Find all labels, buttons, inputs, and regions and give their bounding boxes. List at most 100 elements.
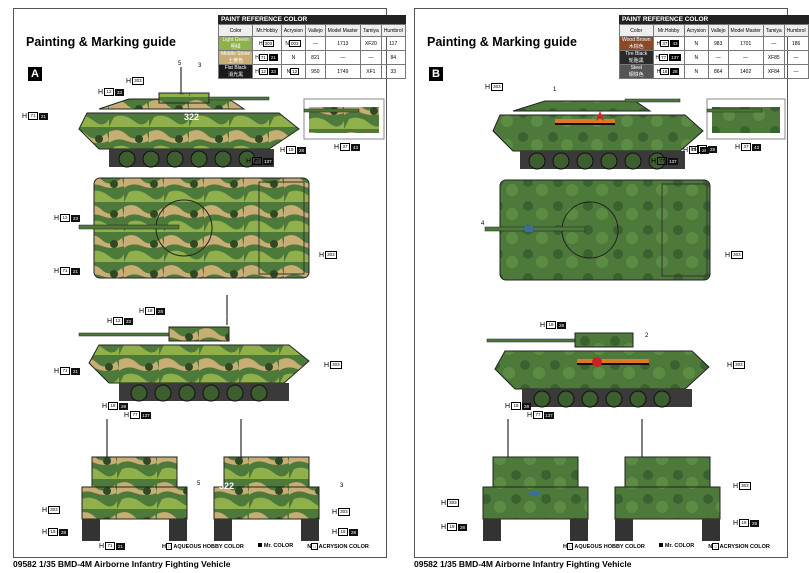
callout-number: 2 [645,333,649,339]
acrysion-cell: N [683,50,709,65]
callout-number: 1 [553,87,557,93]
scheme-badge: B [429,67,443,81]
table-header-row: Color Mr.Hobby Acrysion Vallejo Model Ma… [619,24,809,37]
humbrol-cell: — [783,64,809,79]
vehicle-top-view [78,177,310,279]
col-acrysion: Acrysion [280,24,307,37]
legend-mr-color: Mr. COLOR [658,543,694,550]
col-tamiya: Tamiya [359,24,382,37]
detail-inset-view [303,98,385,140]
col-model-master: Model Master [727,24,764,37]
vehicle-side-view-bottom [486,332,710,408]
col-vallejo: Vallejo [305,24,326,37]
model-master-cell: 1749 [324,64,361,79]
col-color: Color [217,24,254,37]
humbrol-cell: — [783,50,809,65]
guide-title: Painting & Marking guide [427,35,578,49]
callout-number: 4 [481,221,485,227]
vehicle-side-view-bottom [78,295,310,402]
footer-left: 09582 1/35 BMD-4M Airborne Infantry Figh… [13,559,231,569]
humbrol-cell: 33 [380,64,406,79]
legend-aqueous: H□AQUEOUS HOBBY COLOR [162,543,244,550]
vehicle-rear-view [614,419,721,541]
scheme-b-panel: Painting & Marking guide B PAINT REFEREN… [414,8,809,558]
col-mrhobby: Mr.Hobby [652,24,685,37]
table-caption: PAINT REFERENCE COLOR [218,15,406,24]
col-color: Color [619,24,654,37]
vehicle-rear-view [213,419,320,541]
col-tamiya: Tamiya [762,24,785,37]
scheme-badge: A [28,67,42,81]
vehicle-front-view [81,419,188,541]
vallejo-cell: 950 [305,64,326,79]
col-model-master: Model Master [324,24,361,37]
scheme-a-panel: Painting & Marking guide A PAINT REFEREN… [13,8,406,558]
callout-number: 5 [197,481,201,487]
legend-acrysion: N□ACRYSION COLOR [307,543,369,550]
tamiya-cell: XF85 [762,50,785,65]
vehicle-side-view-top [492,98,704,170]
humbrol-cell: 84 [380,50,406,65]
detail-inset-view [706,98,786,140]
side-number-marking: 322 [212,309,228,319]
callout-number: 5 [178,61,182,67]
callout-number: 3 [198,63,202,69]
tamiya-cell: XF1 [359,64,382,79]
tamiya-cell: XF84 [762,64,785,79]
paint-reference-table: PAINT REFERENCE COLOR Color Mr.Hobby Acr… [217,15,406,79]
humbrol-cell: 117 [380,36,406,51]
paint-reference-table: PAINT REFERENCE COLOR Color Mr.Hobby Acr… [619,15,809,79]
humbrol-cell: 186 [783,36,809,51]
vallejo-cell: — [707,50,729,65]
footer-right: 09582 1/35 BMD-4M Airborne Infantry Figh… [414,559,632,569]
vehicle-side-view-top [78,67,300,168]
col-humbrol: Humbrol [380,24,406,37]
callout-number: 3 [340,483,344,489]
col-humbrol: Humbrol [783,24,809,37]
acrysion-cell: N [683,64,709,79]
col-acrysion: Acrysion [683,24,709,37]
